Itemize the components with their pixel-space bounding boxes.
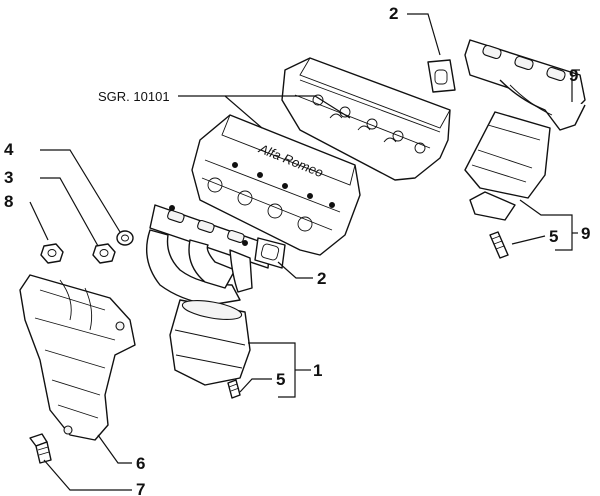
nut-8: [40, 243, 64, 264]
callout-1: 1: [313, 361, 322, 380]
callout-8: 8: [4, 192, 13, 211]
callout-9-top: 9: [569, 66, 578, 85]
nut-3: [92, 243, 116, 264]
catalytic-converter-left: [169, 299, 251, 386]
oxygen-sensor-left: [227, 379, 241, 399]
callout-2-top: 2: [389, 4, 398, 23]
callout-5-right: 5: [549, 227, 558, 246]
callout-9: 9: [581, 224, 590, 243]
callout-2-mid: 2: [317, 269, 326, 288]
gasket-mid: [254, 237, 286, 269]
exhaust-manifold-right: [464, 39, 586, 131]
callout-3: 3: [4, 168, 13, 187]
callout-4: 4: [4, 140, 14, 159]
heat-shield: [19, 274, 136, 441]
callout-6: 6: [136, 454, 145, 473]
callout-5-left: 5: [276, 370, 285, 389]
washer: [116, 230, 134, 246]
catalytic-converter-right: [464, 111, 551, 221]
gasket-top: [427, 59, 456, 93]
oxygen-sensor-right: [489, 231, 509, 259]
callout-7: 7: [136, 480, 145, 496]
exhaust-manifold-left: [146, 204, 271, 306]
cylinder-head-cover: [281, 57, 451, 181]
leader-lines: [29, 13, 580, 491]
bolt: [29, 433, 52, 464]
reference-label: SGR. 10101: [98, 89, 170, 104]
